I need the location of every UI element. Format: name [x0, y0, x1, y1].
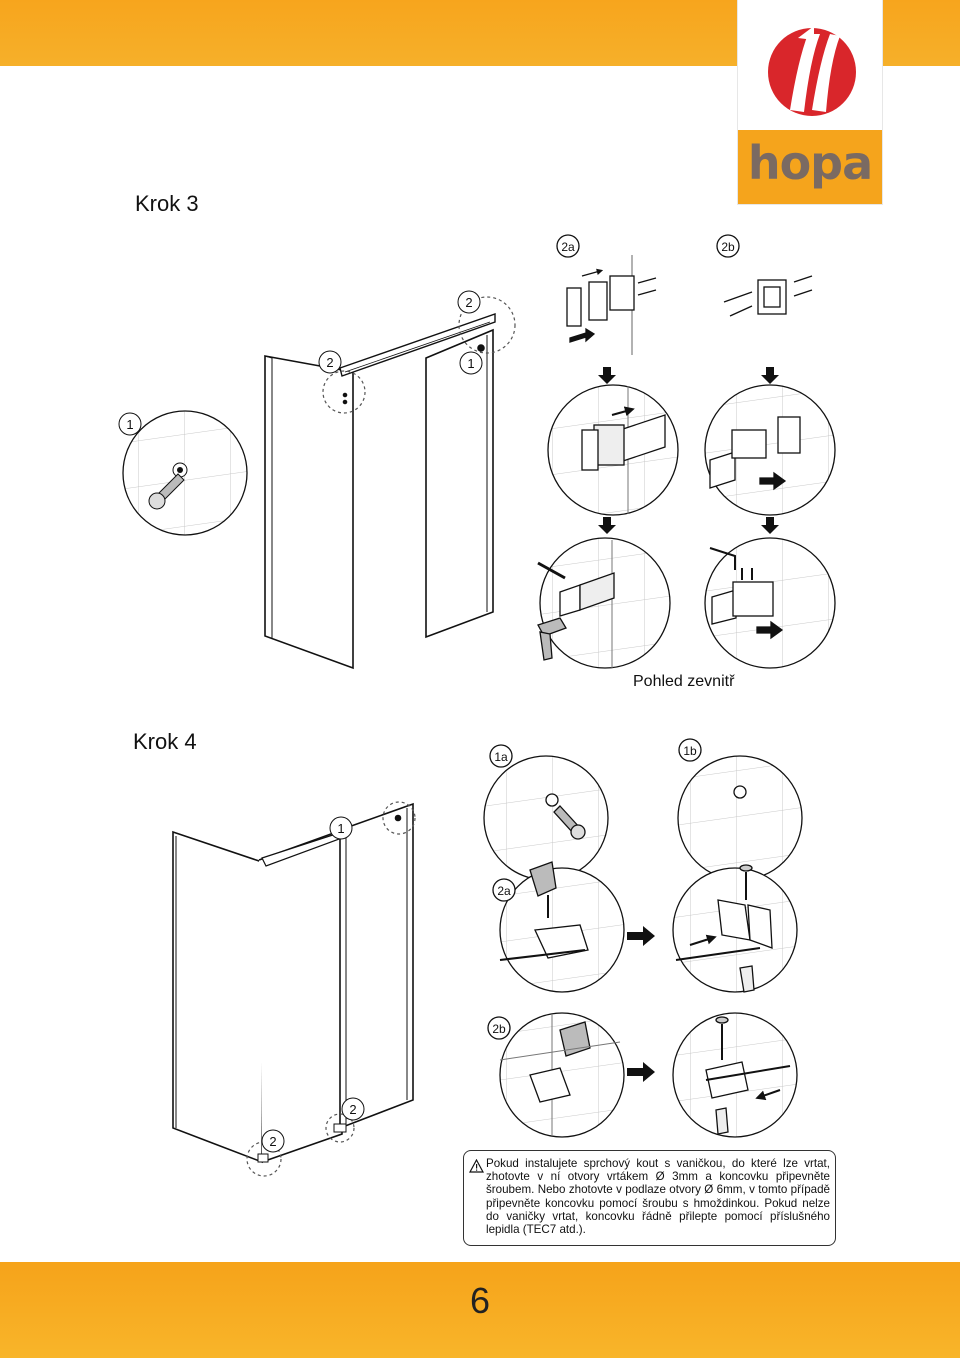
svg-text:2b: 2b	[492, 1022, 506, 1036]
step4-detail-1a: 1a	[483, 744, 609, 881]
svg-text:1a: 1a	[494, 750, 508, 764]
step3-down-arrows	[598, 367, 779, 534]
step3-detail-2b-mount	[704, 384, 836, 516]
svg-text:2a: 2a	[497, 884, 511, 898]
svg-text:2b: 2b	[721, 240, 735, 254]
logo-text: hopa	[747, 136, 873, 190]
svg-text:2a: 2a	[561, 240, 575, 254]
step4-title: Krok 4	[133, 729, 197, 754]
step3-detail-2a-drill	[537, 537, 671, 669]
step4-detail-2b-screw	[672, 1012, 798, 1138]
installation-note-text: Pokud instalujete sprchový kout s vaničk…	[486, 1157, 830, 1237]
hopa-logo: hopa	[738, 0, 882, 204]
warning-icon	[469, 1159, 484, 1173]
step3-detail-1: 1	[118, 410, 248, 536]
step3-shower-panels	[264, 296, 516, 670]
svg-text:1: 1	[467, 356, 474, 371]
step3-view-caption: Pohled zevnitř	[633, 673, 735, 690]
step4-next-arrow-2	[627, 1062, 655, 1082]
logo-orange-block	[738, 130, 882, 204]
svg-text:1: 1	[126, 417, 133, 432]
logo-emblem-icon	[768, 26, 856, 116]
bottom-color-bar	[0, 1262, 960, 1358]
step3-panel-2b-top: 2b	[716, 234, 813, 317]
svg-text:1: 1	[337, 821, 344, 836]
step3-detail-2b-screw	[704, 537, 836, 669]
svg-text:2: 2	[349, 1102, 356, 1117]
svg-text:2: 2	[465, 295, 472, 310]
step4-detail-2a-drill: 2a	[492, 861, 625, 993]
step4-next-arrow-1	[627, 926, 655, 946]
installation-note-box: Pokud instalujete sprchový kout s vaničk…	[463, 1150, 836, 1246]
step3-title: Krok 3	[135, 191, 199, 216]
step3-detail-2a-mount	[547, 384, 679, 516]
step4-detail-1b: 1b	[677, 738, 803, 881]
page-number: 6	[469, 1280, 491, 1321]
step3-panel-2a-top: 2a	[556, 234, 657, 355]
svg-text:1b: 1b	[683, 744, 697, 758]
step4-shower-enclosure	[172, 801, 416, 1177]
svg-text:2: 2	[326, 355, 333, 370]
step4-detail-2b-drill: 2b	[487, 1012, 625, 1138]
step4-detail-2a-screw	[672, 864, 798, 993]
step4-callout-badges: 1 2 2	[261, 816, 365, 1153]
svg-text:2: 2	[269, 1134, 276, 1149]
step3-callout-badges: 2 2 1	[318, 290, 483, 375]
